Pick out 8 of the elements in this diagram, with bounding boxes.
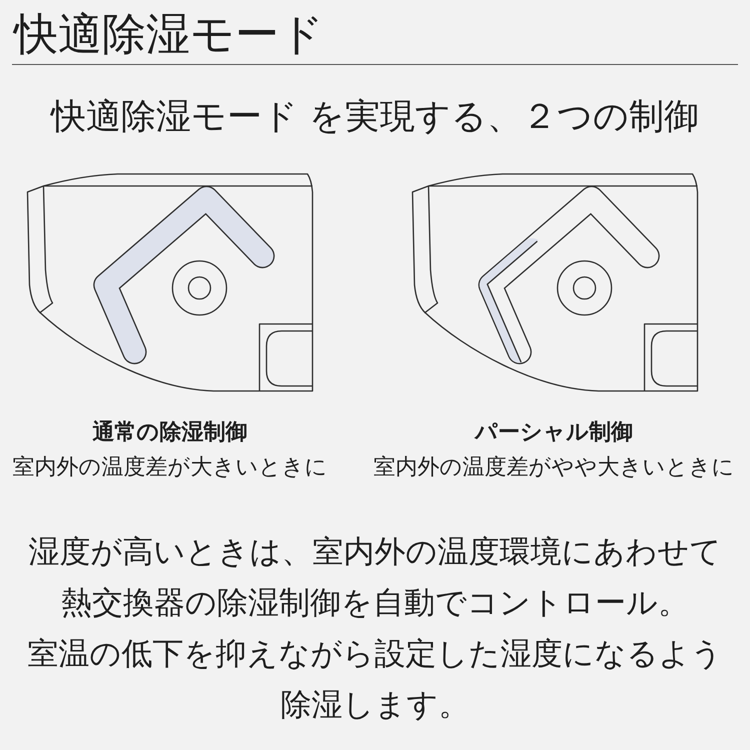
subtitle: 快適除湿モード を実現する、２つの制御 bbox=[50, 96, 700, 139]
caption-heading: パーシャル制御 bbox=[475, 418, 633, 446]
caption-text: 室内外の温度差が大きいときに bbox=[12, 454, 328, 482]
body-text: 室温の低下を抑えながら設定した湿度になるよう除湿します。 bbox=[26, 634, 724, 724]
body-text: 湿度が高いときは、室内外の温度環境にあわせて熱交換器の除湿制御を自動でコントロール。 bbox=[28, 532, 722, 622]
caption-heading: 通常の除湿制御 bbox=[92, 418, 248, 446]
title: 快適除湿モード bbox=[14, 8, 324, 62]
caption-text: 室内外の温度差がやや大きいときに bbox=[374, 454, 734, 482]
